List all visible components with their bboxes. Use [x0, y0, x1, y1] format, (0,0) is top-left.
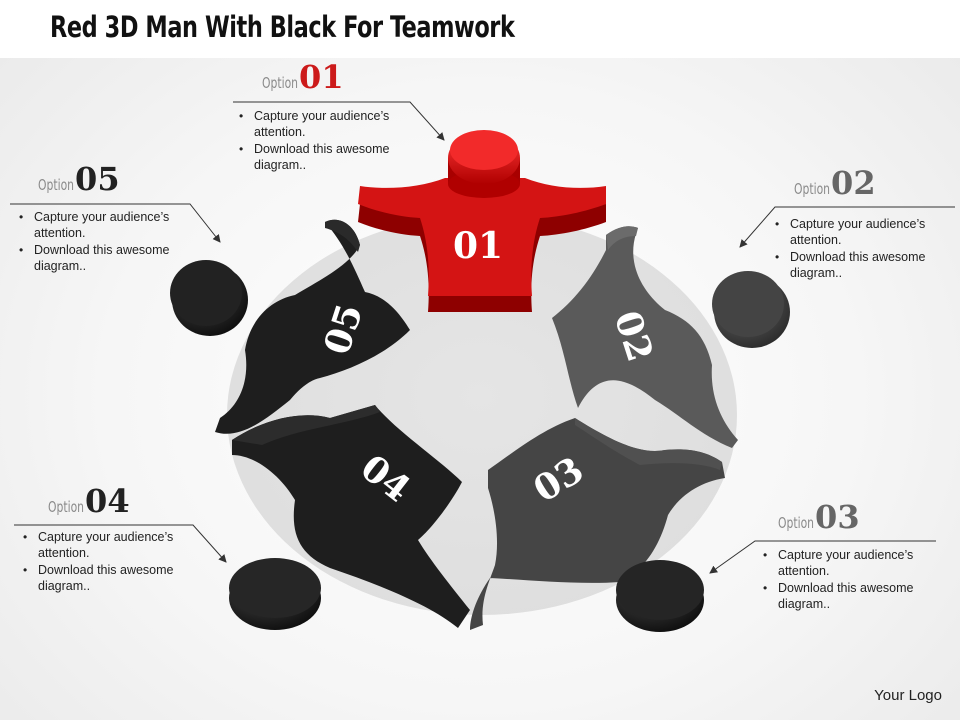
figure-02: 02 — [552, 226, 790, 448]
figure-03: 03 — [470, 418, 725, 632]
slide-title: Red 3D Man With Black For Teamwork — [50, 10, 515, 44]
figure-04-body — [232, 405, 470, 628]
option-01-word: Option — [262, 74, 299, 92]
logo-placeholder: Your Logo — [874, 687, 942, 704]
option-05-number: 05 — [75, 160, 120, 198]
figure-01-body — [358, 178, 606, 296]
option-02-word: Option — [794, 180, 831, 198]
connector-line-02 — [739, 206, 955, 248]
option-01-bullet-2: Download this awesome diagram.. — [236, 141, 436, 173]
option-05-heading: Option05 — [38, 160, 216, 200]
option-01-number: 01 — [299, 58, 344, 96]
figure-03-body — [470, 418, 725, 630]
option-04-bullet-1: Capture your audience’s attention. — [20, 529, 220, 561]
figure-01: 01 — [358, 130, 606, 312]
option-03-number: 03 — [815, 498, 860, 536]
figure-02-body — [552, 226, 738, 448]
option-03-heading: Option03 — [778, 498, 960, 538]
option-02-bullet-1: Capture your audience’s attention. — [772, 216, 960, 248]
option-04-number: 04 — [85, 482, 130, 520]
option-03-callout: Option03 Capture your audience’s attenti… — [760, 498, 960, 613]
figure-05-body — [215, 219, 410, 434]
figure-05: 05 — [170, 219, 410, 434]
option-02-bullet-2: Download this awesome diagram.. — [772, 249, 960, 281]
option-02-number: 02 — [831, 164, 876, 202]
option-05-bullet-2: Download this awesome diagram.. — [16, 242, 216, 274]
option-03-word: Option — [778, 514, 815, 532]
option-03-bullet-2: Download this awesome diagram.. — [760, 580, 960, 612]
option-04-bullet-2: Download this awesome diagram.. — [20, 562, 220, 594]
option-05-bullets: Capture your audience’s attention. Downl… — [16, 209, 216, 274]
option-01-bullet-1: Capture your audience’s attention. — [236, 108, 436, 140]
option-01-callout: Option01 Capture your audience’s attenti… — [236, 58, 436, 174]
header-bar: Red 3D Man With Black For Teamwork — [0, 0, 960, 58]
option-05-callout: Option05 Capture your audience’s attenti… — [16, 160, 216, 275]
figure-04: 04 — [229, 405, 470, 630]
option-04-bullets: Capture your audience’s attention. Downl… — [20, 529, 220, 594]
option-04-callout: Option04 Capture your audience’s attenti… — [20, 482, 220, 595]
option-05-bullet-1: Capture your audience’s attention. — [16, 209, 216, 241]
option-03-bullets: Capture your audience’s attention. Downl… — [760, 547, 960, 612]
option-01-bullets: Capture your audience’s attention. Downl… — [236, 108, 436, 173]
option-04-heading: Option04 — [48, 482, 220, 522]
option-04-word: Option — [48, 498, 85, 516]
option-01-heading: Option01 — [262, 58, 436, 98]
option-02-heading: Option02 — [794, 164, 960, 204]
option-03-bullet-1: Capture your audience’s attention. — [760, 547, 960, 579]
option-02-bullets: Capture your audience’s attention. Downl… — [772, 216, 960, 281]
option-02-callout: Option02 Capture your audience’s attenti… — [772, 164, 960, 282]
connector-line-03 — [709, 540, 936, 574]
figure-01-label: 01 — [453, 225, 503, 267]
option-05-word: Option — [38, 176, 75, 194]
